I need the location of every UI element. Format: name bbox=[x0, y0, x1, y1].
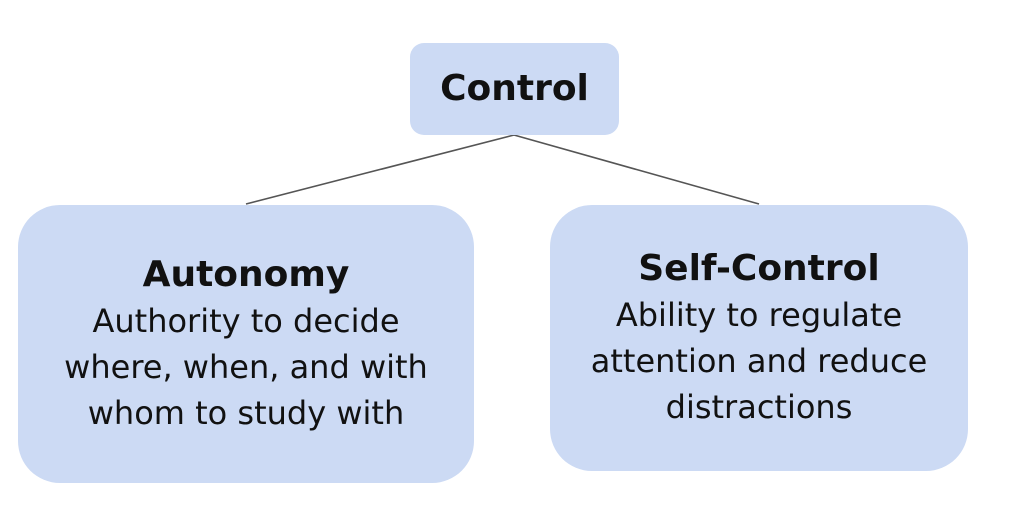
root-node-control: Control bbox=[410, 43, 619, 135]
connector-root-to-self-control bbox=[513, 134, 760, 205]
self-control-title: Self-Control bbox=[638, 248, 880, 289]
self-control-description: Ability to regulate attention and reduce… bbox=[590, 296, 928, 426]
child-node-self-control: Self-Control Ability to regulate attenti… bbox=[550, 205, 968, 471]
root-node-label: Control bbox=[440, 68, 589, 110]
autonomy-title: Autonomy bbox=[142, 254, 350, 295]
connector-root-to-autonomy bbox=[245, 134, 515, 205]
child-node-autonomy: Autonomy Authority to decide where, when… bbox=[18, 205, 474, 483]
autonomy-description: Authority to decide where, when, and wit… bbox=[64, 302, 428, 432]
